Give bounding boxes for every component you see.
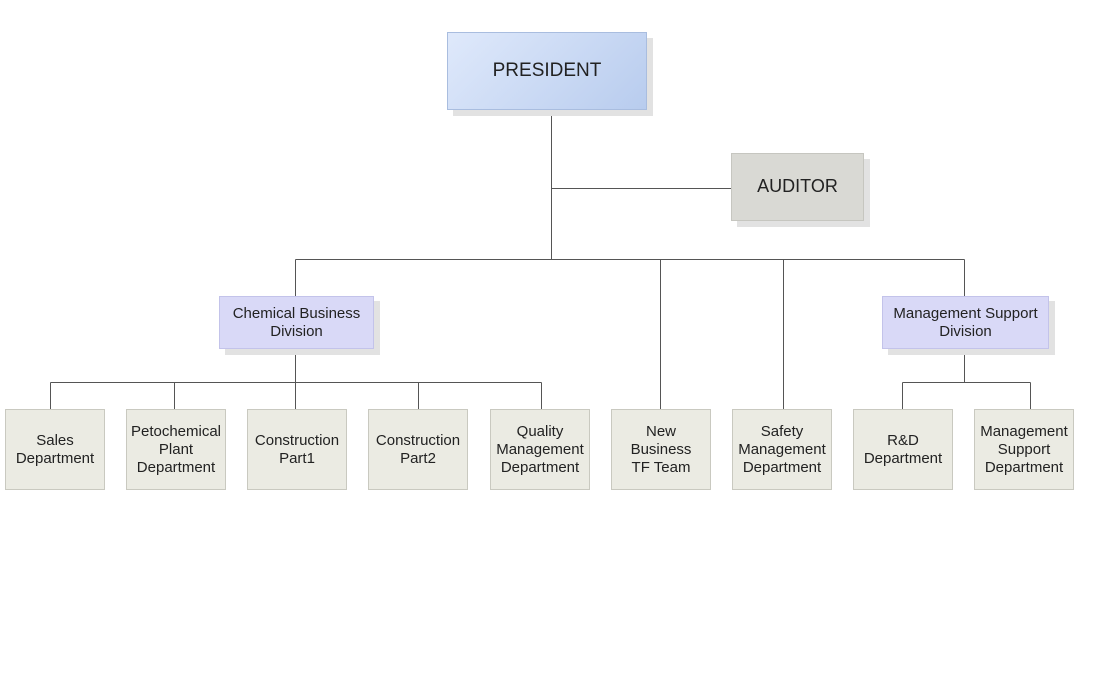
management-support-department-label: Management Support Department bbox=[980, 422, 1068, 476]
petrochemical-department-label: Petochemical Plant Department bbox=[130, 422, 222, 476]
management-division-box: Management Support Division bbox=[882, 296, 1049, 349]
sales-department-box: Sales Department bbox=[5, 409, 105, 490]
new-business-team-label: New Business TF Team bbox=[630, 422, 692, 476]
auditor-label: AUDITOR bbox=[757, 176, 838, 197]
chemical-division-label: Chemical Business Division bbox=[232, 304, 361, 340]
president-label: PRESIDENT bbox=[492, 59, 602, 81]
management-support-department-box: Management Support Department bbox=[974, 409, 1074, 490]
construction-part2-box: Construction Part2 bbox=[368, 409, 468, 490]
petrochemical-department-box: Petochemical Plant Department bbox=[126, 409, 226, 490]
rnd-department-box: R&D Department bbox=[853, 409, 953, 490]
president-box: PRESIDENT bbox=[447, 32, 647, 110]
rnd-department-label: R&D Department bbox=[863, 431, 943, 467]
quality-department-box: Quality Management Department bbox=[490, 409, 590, 490]
safety-department-label: Safety Management Department bbox=[738, 422, 826, 476]
auditor-box: AUDITOR bbox=[731, 153, 864, 221]
construction-part1-label: Construction Part1 bbox=[254, 431, 340, 467]
safety-department-box: Safety Management Department bbox=[732, 409, 832, 490]
new-business-team-box: New Business TF Team bbox=[611, 409, 711, 490]
construction-part2-label: Construction Part2 bbox=[375, 431, 461, 467]
construction-part1-box: Construction Part1 bbox=[247, 409, 347, 490]
quality-department-label: Quality Management Department bbox=[496, 422, 584, 476]
chemical-division-box: Chemical Business Division bbox=[219, 296, 374, 349]
management-division-label: Management Support Division bbox=[893, 304, 1038, 340]
sales-department-label: Sales Department bbox=[15, 431, 95, 467]
